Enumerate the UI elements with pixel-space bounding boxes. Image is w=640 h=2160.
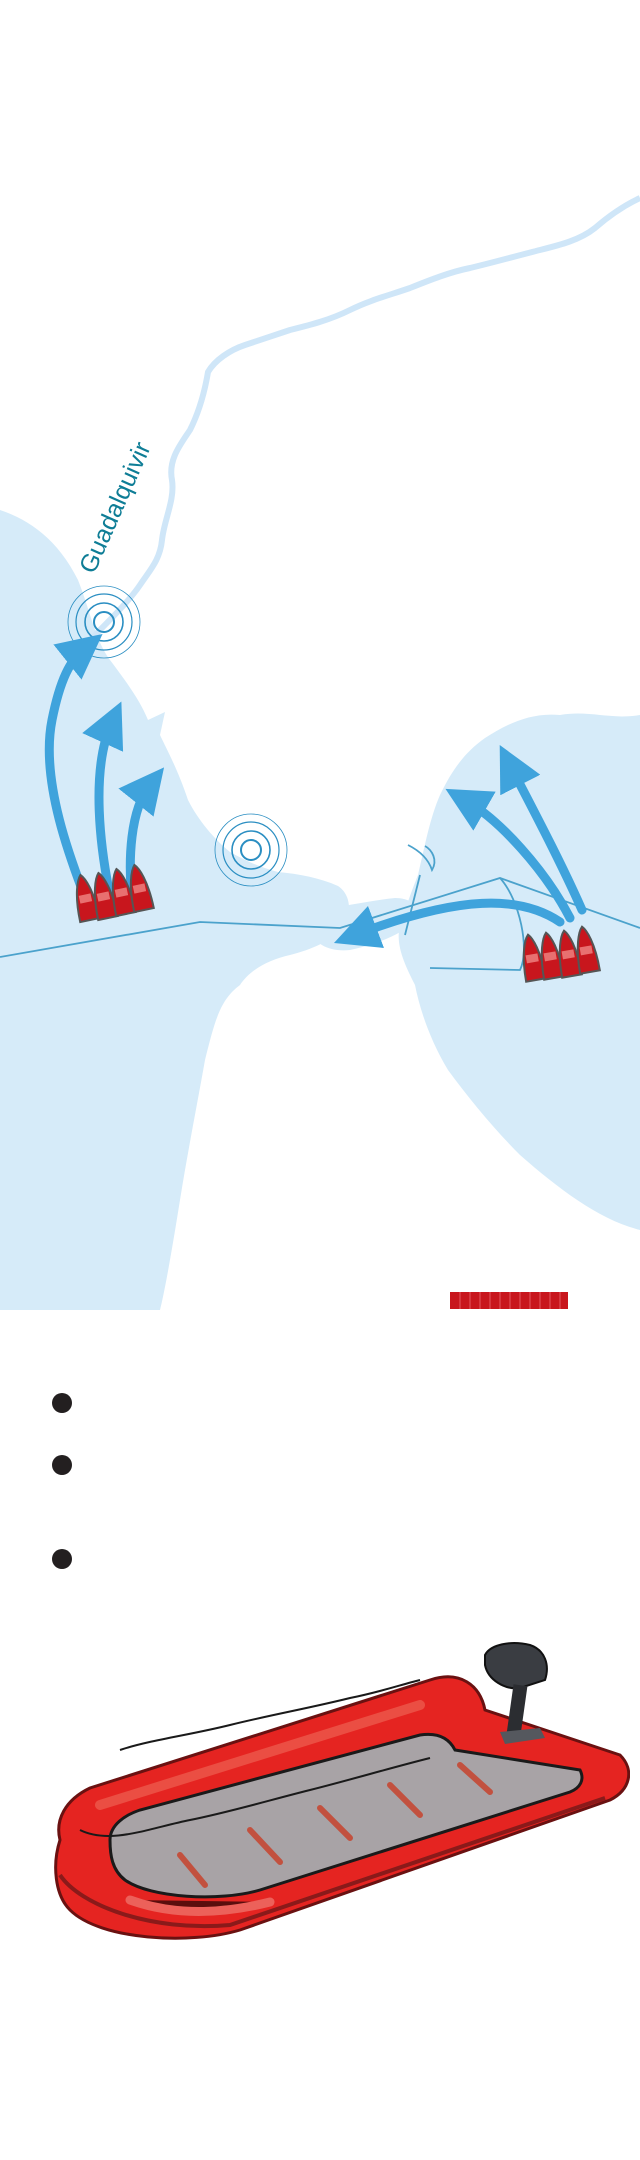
boat-group-east <box>522 925 602 983</box>
bullet-dot-icon <box>52 1455 72 1475</box>
route-arrow-icon <box>499 744 587 915</box>
bullet-item <box>52 1452 572 1478</box>
target-rings-icon-strait <box>214 813 288 887</box>
land-west <box>0 510 350 1310</box>
route-arrow-icon <box>445 788 575 923</box>
scale-bar <box>450 1292 568 1309</box>
outboard-engine-icon <box>484 1642 548 1744</box>
map: Guadalquivir <box>0 195 640 1310</box>
bullet-item <box>52 1390 572 1416</box>
bullet-dot-icon <box>52 1549 72 1569</box>
route-arrows <box>44 633 587 949</box>
river-label: Guadalquivir <box>74 438 157 578</box>
guadalquivir-river <box>87 195 640 643</box>
route-arrow-icon <box>44 633 103 920</box>
bullet-item <box>52 1546 572 1572</box>
land-east <box>398 713 640 1230</box>
inflatable-boat-icon <box>54 1642 630 1940</box>
boat-group-west <box>75 863 155 924</box>
target-rings-icon-guadalquivir <box>67 585 141 659</box>
route-arrow-icon <box>333 898 565 949</box>
map-canvas: Guadalquivir <box>0 195 640 1310</box>
bullet-dot-icon <box>52 1393 72 1413</box>
